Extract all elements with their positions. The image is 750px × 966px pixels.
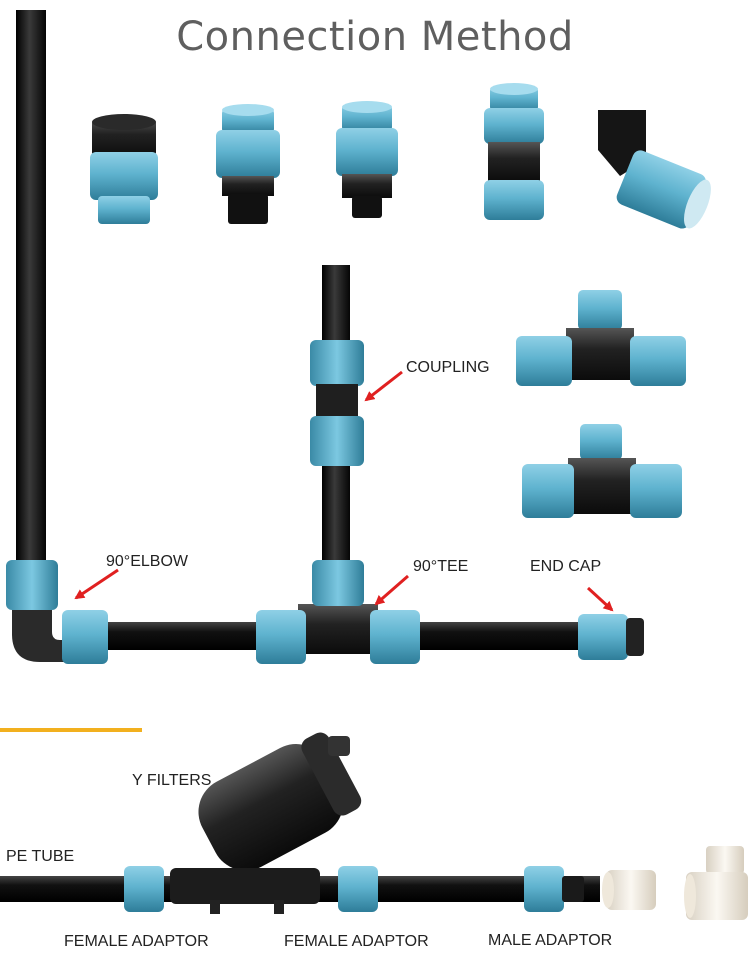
tee-fitting xyxy=(256,560,420,664)
pvc-tee xyxy=(684,846,748,920)
female-adaptor-label-2: FEMALE ADAPTOR xyxy=(284,933,429,950)
tee-arrow xyxy=(374,574,409,606)
male-adaptor-product xyxy=(216,104,280,224)
end-cap-product xyxy=(90,114,158,224)
male-adaptor-fitting xyxy=(524,866,584,912)
coupling-label: COUPLING xyxy=(406,359,490,376)
coupling-product xyxy=(484,83,544,220)
end-cap-label: END CAP xyxy=(530,558,602,575)
pvc-socket xyxy=(602,870,656,910)
page-title: Connection Method xyxy=(176,14,574,60)
pe-tube-label: PE TUBE xyxy=(6,848,75,865)
tee-product-1 xyxy=(516,290,686,386)
coupling-arrow xyxy=(364,370,403,402)
label-arrows xyxy=(74,370,614,612)
elbow-label: 90°ELBOW xyxy=(106,553,188,570)
male-adaptor-threaded-product xyxy=(336,101,398,218)
end-cap-fitting xyxy=(578,614,644,660)
male-adaptor-label: MALE ADAPTOR xyxy=(488,932,613,949)
female-adaptor-fitting-2 xyxy=(338,866,378,912)
tee-product-2 xyxy=(522,424,682,518)
y-filter xyxy=(170,732,362,914)
y-filters-label: Y FILTERS xyxy=(132,772,212,789)
elbow-arrow xyxy=(74,568,119,600)
end-cap-arrow xyxy=(586,586,614,612)
elbow-fitting xyxy=(6,560,108,664)
female-adaptor-label-1: FEMALE ADAPTOR xyxy=(64,933,209,950)
coupling-fitting xyxy=(310,340,364,466)
elbow-product xyxy=(598,110,711,229)
tee-label: 90°TEE xyxy=(413,558,469,575)
female-adaptor-fitting-1 xyxy=(124,866,164,912)
